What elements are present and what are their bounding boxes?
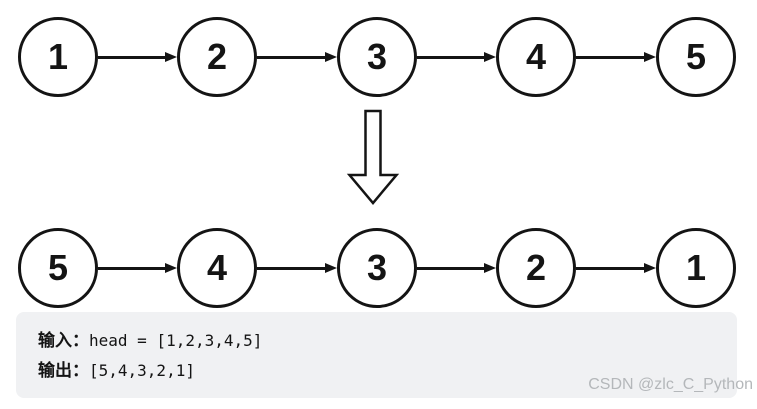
input-label: 输入：	[38, 331, 89, 350]
list-node: 2	[496, 228, 576, 308]
next-pointer-arrow	[417, 266, 484, 270]
list-node: 1	[656, 228, 736, 308]
next-pointer-arrow	[257, 55, 325, 59]
list-node: 4	[177, 228, 257, 308]
next-pointer-arrow	[417, 55, 484, 59]
output-value: [5,4,3,2,1]	[89, 361, 195, 380]
list-node: 1	[18, 17, 98, 97]
example-input-line: 输入：head = [1,2,3,4,5]	[38, 326, 737, 356]
example-io-panel: 输入：head = [1,2,3,4,5] 输出：[5,4,3,2,1]	[16, 312, 737, 398]
csdn-watermark: CSDN @zlc_C_Python	[588, 376, 753, 393]
list-node: 5	[18, 228, 98, 308]
list-node: 2	[177, 17, 257, 97]
down-arrow-icon	[346, 109, 400, 205]
next-pointer-arrow	[576, 266, 644, 270]
input-value: head = [1,2,3,4,5]	[89, 331, 263, 350]
next-pointer-arrow	[576, 55, 644, 59]
list-node: 4	[496, 17, 576, 97]
next-pointer-arrow	[257, 266, 325, 270]
list-node: 3	[337, 228, 417, 308]
output-label: 输出：	[38, 361, 89, 380]
next-pointer-arrow	[98, 55, 165, 59]
list-node: 3	[337, 17, 417, 97]
example-output-line: 输出：[5,4,3,2,1]	[38, 356, 737, 386]
next-pointer-arrow	[98, 266, 165, 270]
list-node: 5	[656, 17, 736, 97]
